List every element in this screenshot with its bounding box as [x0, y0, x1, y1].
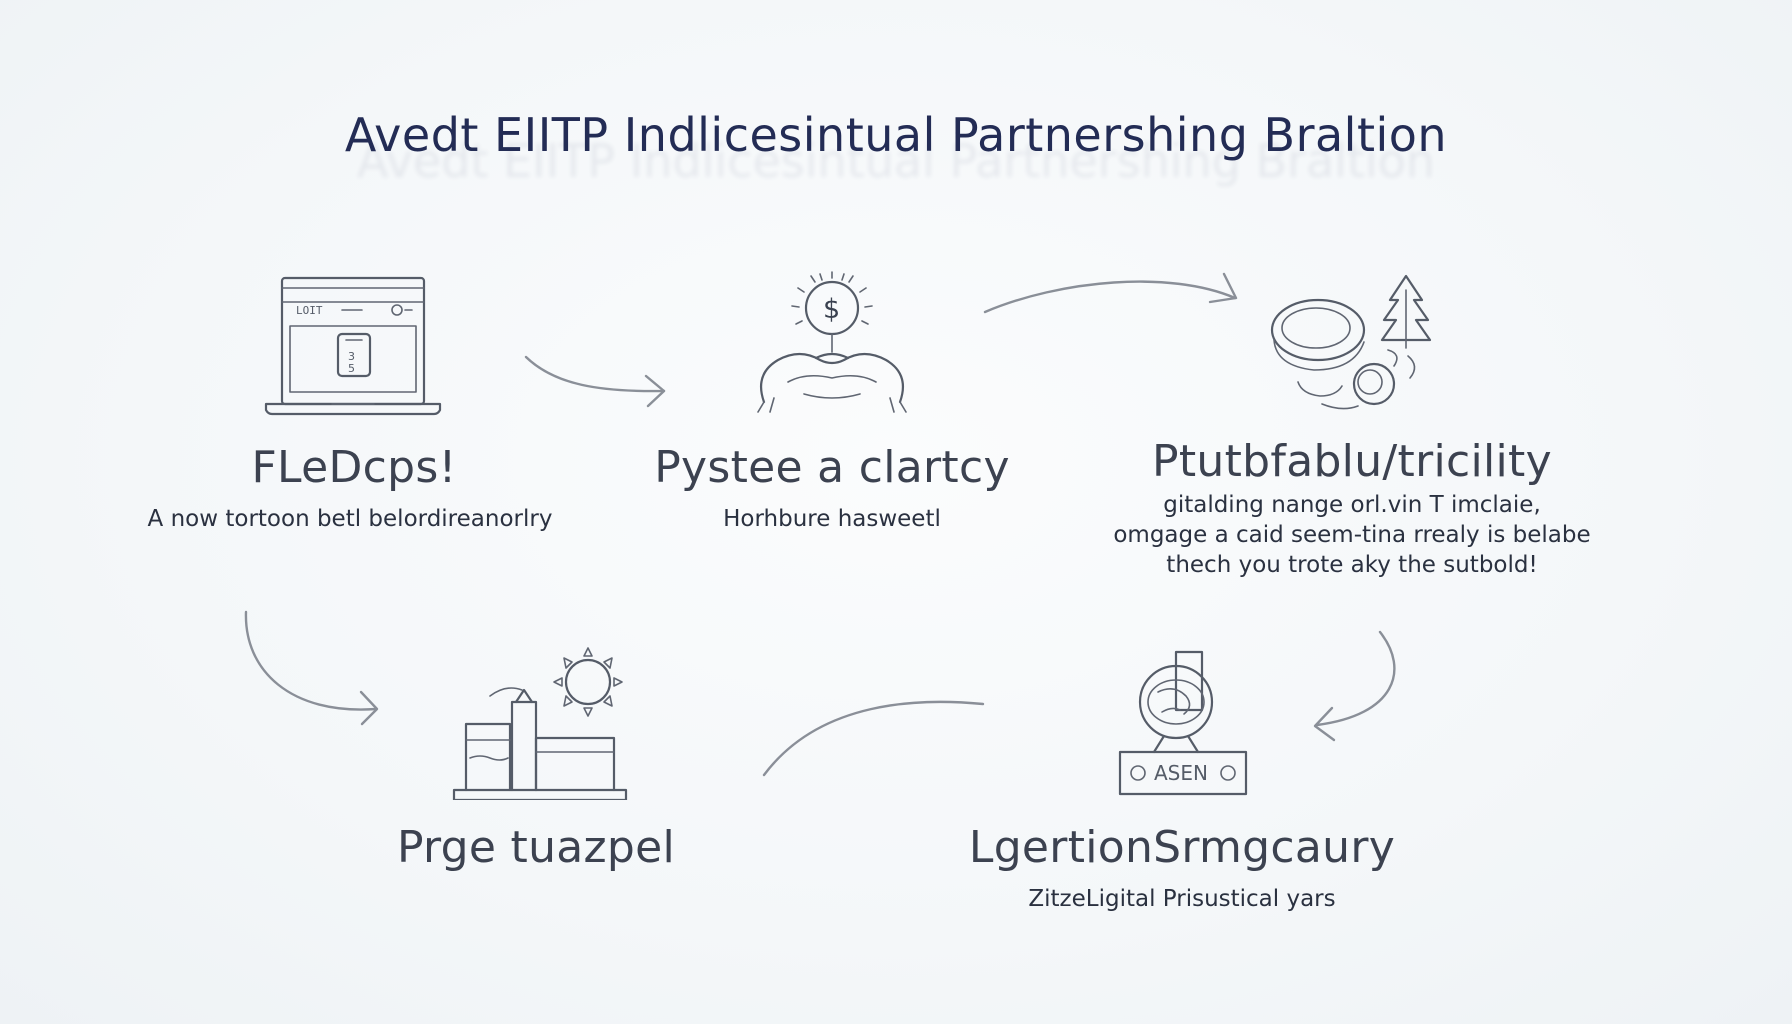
arrow-3-to-5	[1313, 630, 1396, 742]
node-3-description-line-3: thech you trote aky the sutbold!	[1166, 552, 1538, 578]
arrow-2-to-3	[983, 272, 1238, 314]
node-1-label: FLeDcps!	[251, 442, 457, 493]
device-panel-text: ASEN	[1154, 761, 1208, 785]
globe-device-icon: ASEN	[1118, 650, 1248, 796]
svg-text:5: 5	[348, 362, 355, 375]
node-3-description: gitalding nange orl.vin T imclaie, omgag…	[1082, 490, 1622, 580]
node-2-label: Pystee a clartcy	[654, 442, 1010, 493]
hands-coin-icon: $	[757, 271, 907, 413]
node-4-label: Prge tuazpel	[396, 822, 676, 873]
node-5-label: LgertionSrmgcaury	[968, 822, 1396, 873]
node-1-description: A now tortoon betl belordireanorlry	[147, 506, 553, 532]
arrow-1-to-2	[524, 355, 666, 408]
svg-text:3: 3	[348, 350, 355, 363]
laptop-screen-text: LOIT	[296, 304, 323, 317]
diagram-title: Avedt EIITP Indlicesintual Partnershing …	[344, 108, 1448, 162]
coins-tree-icon	[1270, 274, 1432, 410]
node-2-description: Horhbure hasweetl	[723, 506, 941, 532]
coin-symbol: $	[823, 294, 840, 325]
factory-sun-icon	[452, 647, 628, 800]
node-3-description-line-1: gitalding nange orl.vin T imclaie,	[1163, 492, 1541, 518]
arrow-5-to-4	[762, 700, 985, 777]
node-3-label: Ptutbfablu/tricility	[1152, 436, 1552, 487]
laptop-lock-icon: LOIT 3 5	[264, 276, 442, 416]
node-3-description-line-2: omgage a caid seem-tina rrealy is belabe	[1113, 522, 1591, 548]
node-5-description: ZitzeLigital Prisustical yars	[1028, 886, 1336, 912]
arrow-1-to-4	[244, 610, 379, 726]
